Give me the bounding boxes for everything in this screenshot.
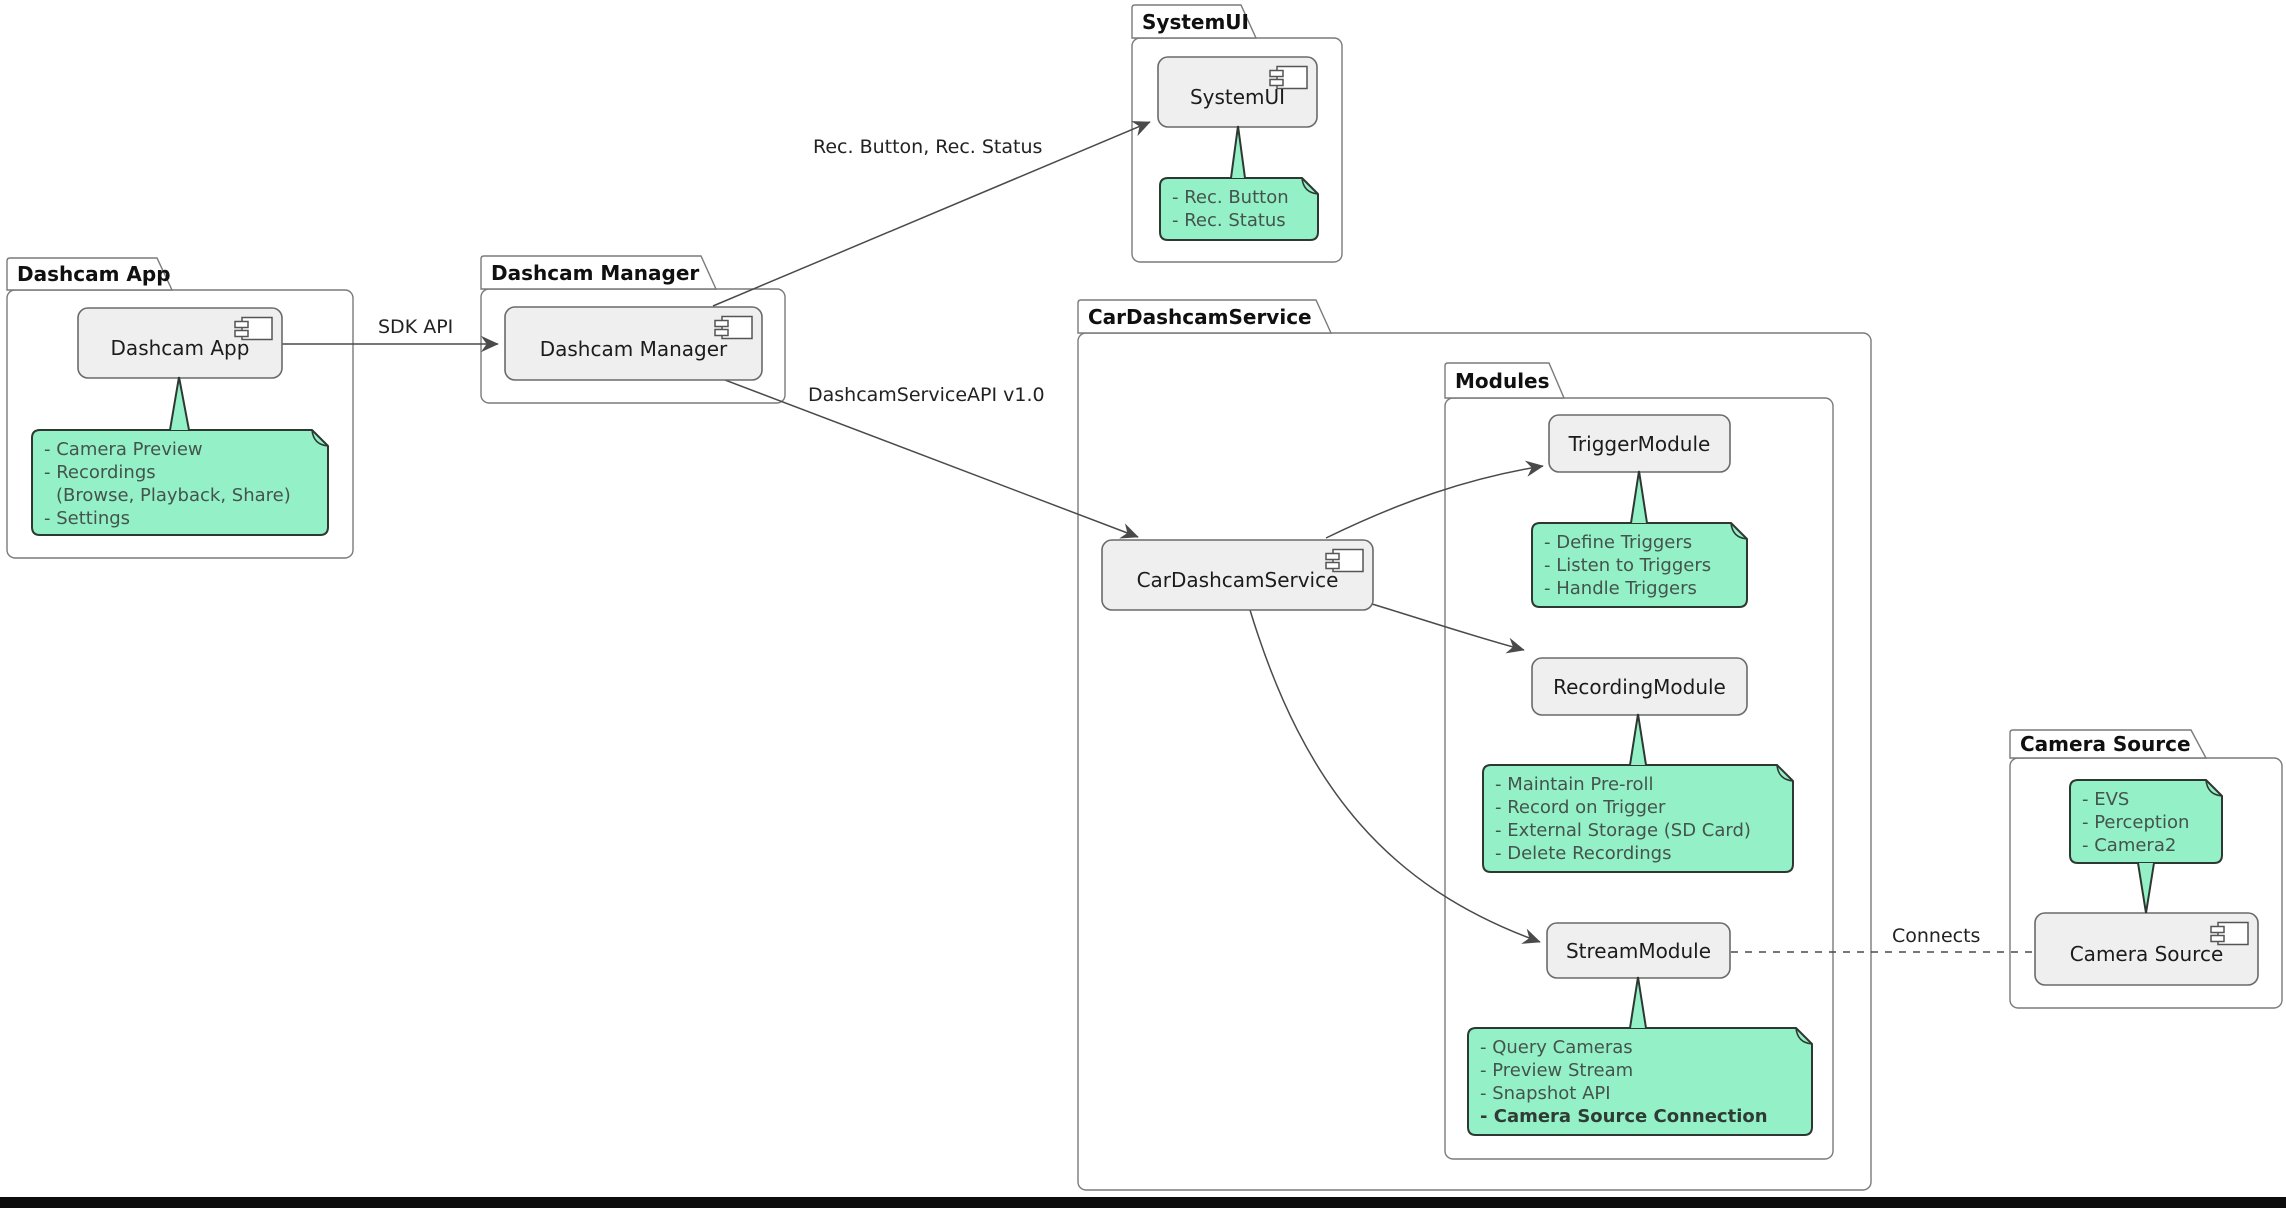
edge-service-to-stream [1249,609,1541,944]
note-line: - Snapshot API [1480,1083,1611,1104]
note-fold [1776,764,1794,782]
package-title-camera-source: Camera Source [2020,732,2191,756]
note-line: - Define Triggers [1544,532,1693,553]
note-fold [2205,779,2223,797]
note-fold [1301,177,1319,195]
note-text-trigger-module: - Define Triggers - Listen to Triggers -… [1532,523,1747,600]
component-car-dashcam-service-box [1101,539,1374,611]
package-title-system-ui: SystemUI [1142,9,1249,34]
component-car-dashcam-service: CarDashcamService [1136,568,1339,592]
note-line: - EVS [2082,789,2130,810]
edge-label-service-api: DashcamServiceAPI v1.0 [808,384,1045,406]
note-text-system-ui: - Rec. Button - Rec. Status [1160,178,1318,232]
note-line: - Listen to Triggers [1544,555,1712,576]
note-pointer [1630,470,1648,524]
note-text-stream-module: - Query Cameras - Preview Stream - Snaps… [1468,1028,1812,1128]
note-pointer [1629,976,1647,1029]
note-system-ui [1159,177,1319,241]
note-stream-module [1467,1027,1813,1136]
edge-service-to-trigger [1325,460,1544,539]
note-recording-module [1482,764,1794,873]
package-tab-dashcam-manager [480,255,718,290]
edge-service-to-recording [1371,603,1525,654]
note-text-dashcam-app: - Camera Preview - Recordings (Browse, P… [32,430,328,530]
note-pointer [2137,862,2155,914]
note-line: - Settings [44,508,131,529]
package-title-dashcam-app: Dashcam App [17,262,171,286]
note-fold [1730,522,1748,540]
edge-label-rec-button-status: Rec. Button, Rec. Status [813,136,1043,158]
note-fold [1795,1027,1813,1045]
note-fold [311,429,329,447]
bottom-bar [0,1197,2286,1208]
note-line: (Browse, Playback, Share) [56,485,291,506]
note-text-recording-module: - Maintain Pre-roll - Record on Trigger … [1483,765,1793,865]
note-line: - Handle Triggers [1544,578,1697,599]
component-system-ui: SystemUI [1189,85,1286,109]
note-line: - Camera Preview [44,439,203,460]
note-line: - Record on Trigger [1495,797,1666,818]
component-dashcam-manager-box [504,306,763,381]
note-line: - Recordings [44,462,156,483]
note-pointer [169,376,190,431]
package-tab-car-dashcam-service [1077,299,1333,334]
package-tab-dashcam-app [6,257,174,291]
edge-label-connects: Connects [1892,925,1981,947]
component-dashcam-app: Dashcam App [110,336,250,360]
component-recording-module: RecordingModule [1553,674,1726,699]
edge-label-sdk-api: SDK API [378,316,454,338]
note-line: - Perception [2082,812,2190,833]
note-camera-source [2069,779,2223,864]
component-stream-module: StreamModule [1565,938,1712,963]
note-text-camera-source: - EVS - Perception - Camera2 [2070,780,2222,857]
note-line: - Camera Source Connection [1480,1106,1768,1127]
package-tab-system-ui [1131,4,1258,39]
note-line: - External Storage (SD Card) [1495,820,1751,841]
note-line: - Delete Recordings [1495,843,1672,864]
package-title-dashcam-manager: Dashcam Manager [491,260,700,285]
component-dashcam-manager: Dashcam Manager [539,336,728,361]
package-tab-camera-source [2009,729,2208,759]
note-line: - Preview Stream [1480,1060,1634,1081]
note-line: - Query Cameras [1480,1037,1633,1058]
note-line: - Camera2 [2082,835,2177,856]
package-title-car-dashcam-service: CarDashcamService [1088,304,1312,329]
edge-manager-to-service [724,379,1139,539]
note-line: - Rec. Button [1172,187,1289,208]
note-pointer [1629,713,1647,766]
package-title-modules: Modules [1455,368,1550,393]
note-trigger-module [1531,522,1748,608]
edge-manager-to-systemui [712,121,1151,307]
package-tab-modules [1444,362,1566,399]
note-line: - Rec. Status [1172,210,1286,231]
component-camera-source: Camera Source [2069,942,2224,966]
note-line: - Maintain Pre-roll [1495,774,1654,795]
note-dashcam-app [31,429,329,536]
component-trigger-module: TriggerModule [1568,431,1711,456]
component-recording-module-box [1531,657,1748,716]
note-pointer [1230,125,1246,179]
